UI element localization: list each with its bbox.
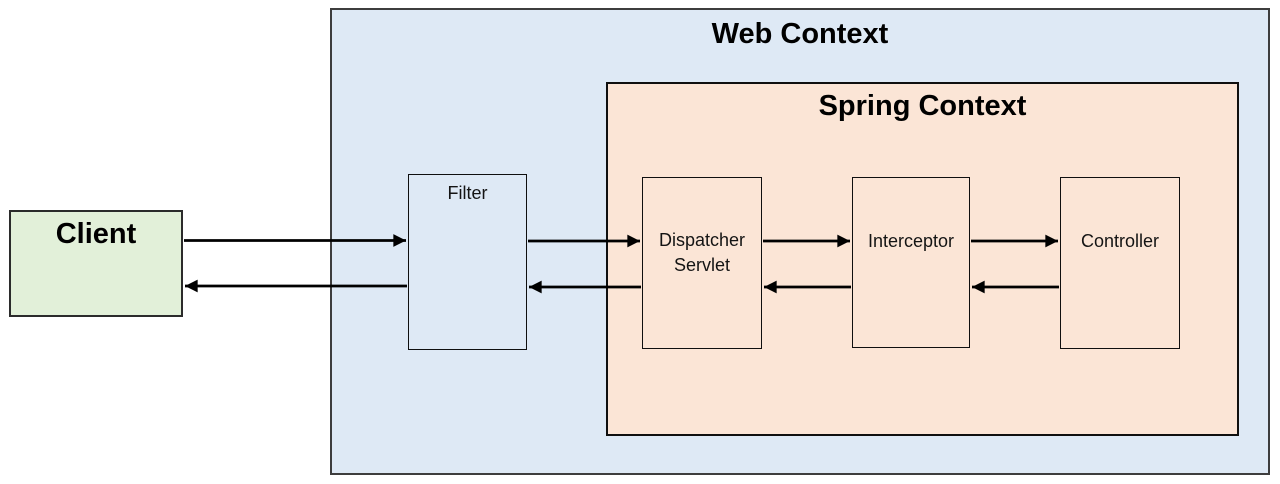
interceptor-node: Interceptor [852,177,970,348]
interceptor-label: Interceptor [867,231,955,251]
web-context-title: Web Context [711,18,889,50]
spring-context-title: Spring Context [818,90,1027,122]
client-node: Client [9,210,183,317]
client-label: Client [55,218,137,250]
dispatcher-servlet-node: Dispatcher Servlet [642,177,762,349]
dispatcher-servlet-label: Dispatcher Servlet [658,230,746,275]
controller-label: Controller [1080,231,1160,251]
filter-node: Filter [408,174,527,350]
filter-label: Filter [447,183,488,203]
controller-node: Controller [1060,177,1180,349]
